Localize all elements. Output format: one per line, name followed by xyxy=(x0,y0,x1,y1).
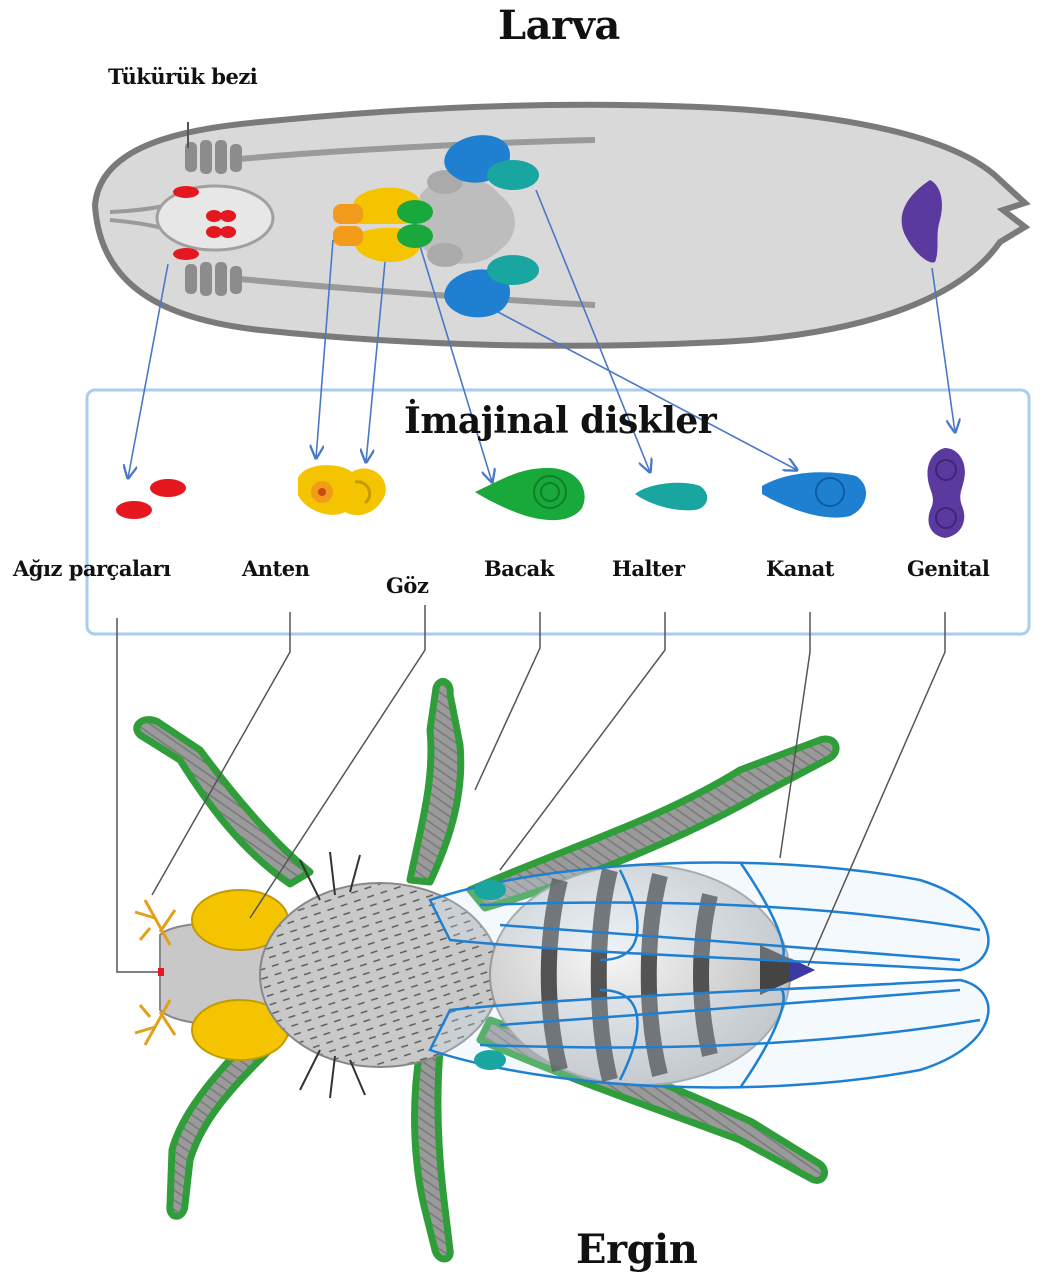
adult-fly xyxy=(135,681,988,1259)
disc-mouth-parts-1 xyxy=(150,479,186,497)
label-salivary-gland: Tükürük bezi xyxy=(108,64,257,89)
title-adult: Ergin xyxy=(576,1226,697,1273)
fly-mouth-parts xyxy=(158,968,164,976)
disc-haltere xyxy=(635,483,707,511)
disc-genital xyxy=(927,448,964,538)
title-larva: Larva xyxy=(498,2,620,49)
larva-haltere-disc-upper xyxy=(487,160,539,190)
label-antenna: Anten xyxy=(242,556,309,581)
fly-haltere-upper xyxy=(474,880,506,900)
label-genital: Genital xyxy=(907,556,989,581)
title-imaginal-discs: İmajinal diskler xyxy=(404,400,716,442)
disc-mouth-parts-2 xyxy=(116,501,152,519)
larva xyxy=(95,105,1025,346)
disc-wing xyxy=(762,472,866,517)
label-wing: Kanat xyxy=(766,556,834,581)
label-mouth-parts: Ağız parçaları xyxy=(13,556,171,581)
label-haltere: Halter xyxy=(612,556,685,581)
label-leg: Bacak xyxy=(484,556,554,581)
disc-leg xyxy=(475,468,585,520)
label-eye: Göz xyxy=(386,573,428,598)
disc-antenna-eye xyxy=(298,465,386,515)
fly-haltere-lower xyxy=(474,1050,506,1070)
larva-leg-disc xyxy=(397,200,433,224)
larva-haltere-disc-lower xyxy=(487,255,539,285)
imaginal-discs xyxy=(116,448,965,538)
